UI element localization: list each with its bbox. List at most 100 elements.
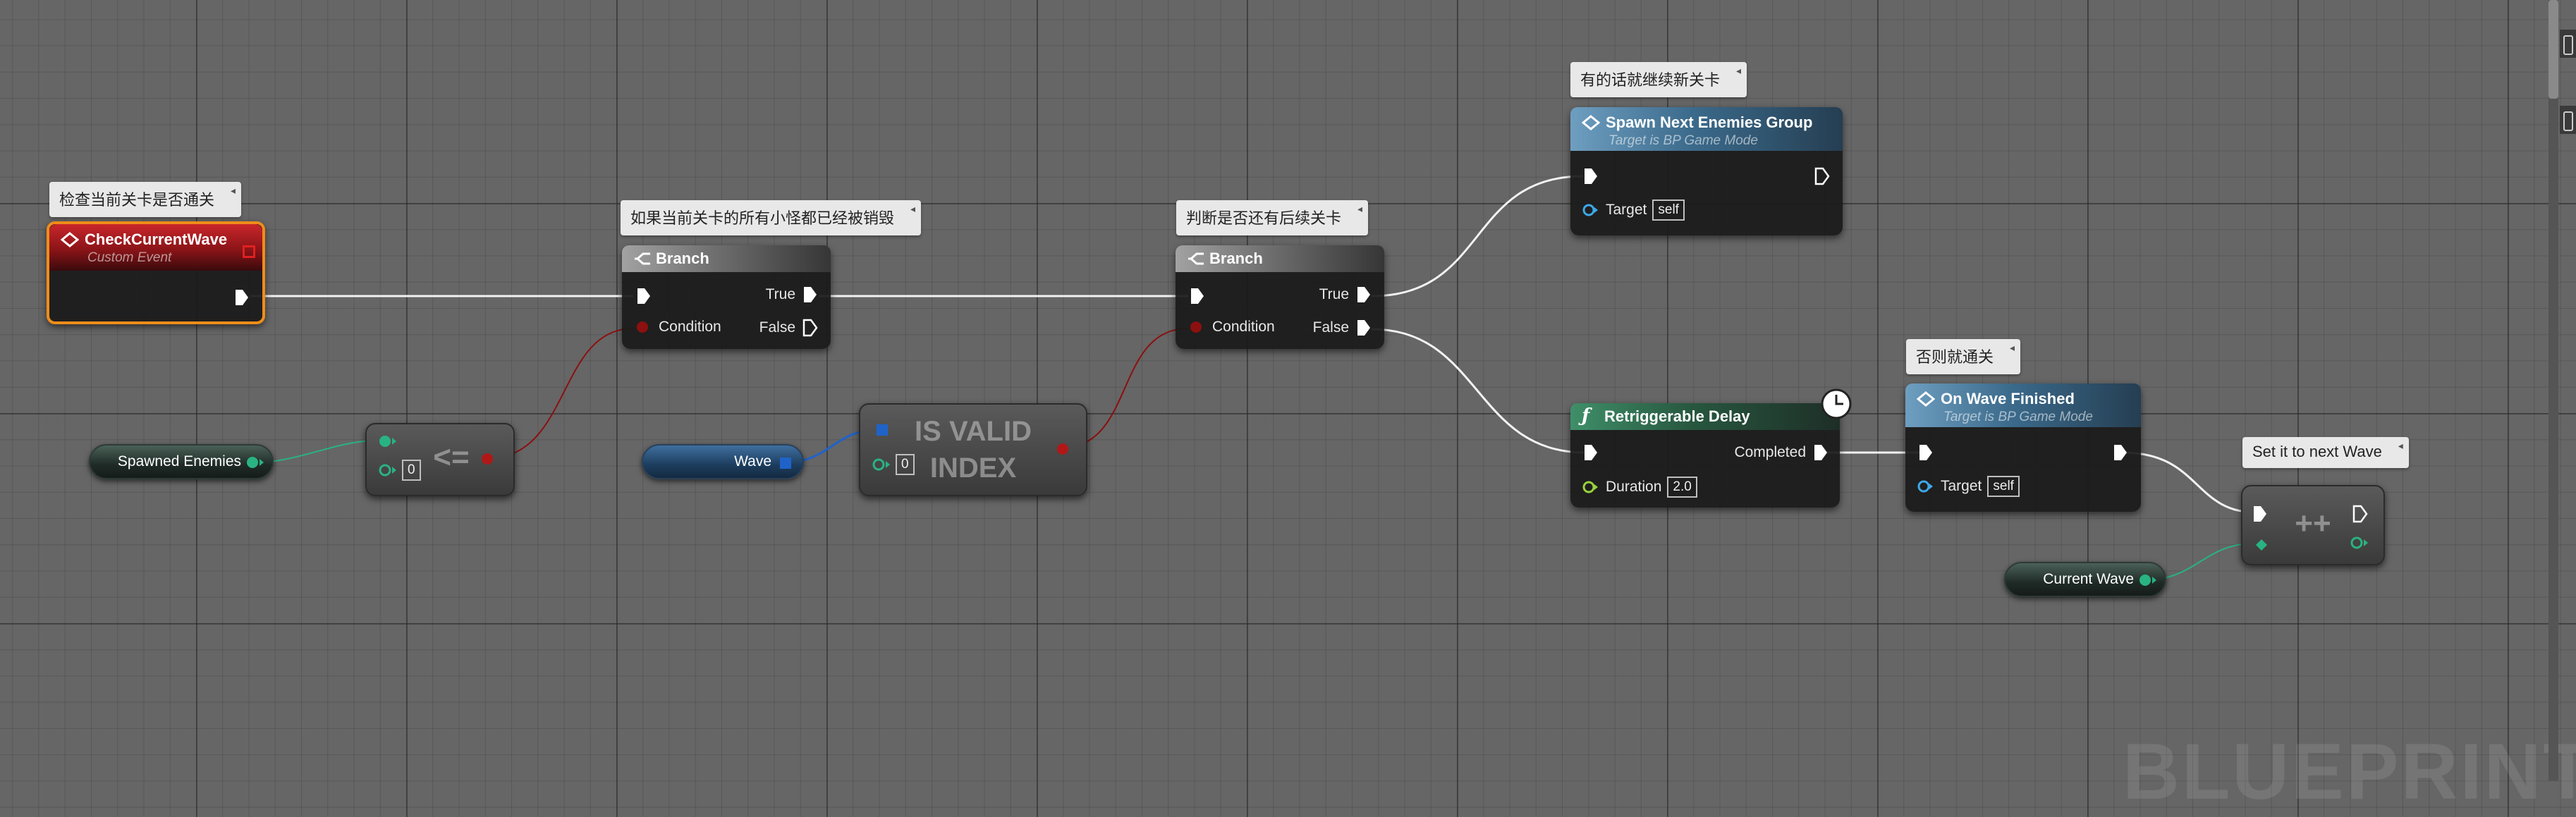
- target-pin[interactable]: Target self: [1582, 199, 1685, 221]
- node-subtitle: Target is BP Game Mode: [1609, 133, 1758, 148]
- retriggerable-delay-node[interactable]: ƒ Retriggerable Delay Completed Duration…: [1570, 388, 1852, 508]
- node-title: On Wave Finished: [1941, 390, 2075, 407]
- int-in-pin[interactable]: [2254, 537, 2269, 556]
- wire-layer: [245, 175, 2261, 582]
- array-out-pin[interactable]: [779, 456, 793, 470]
- blueprint-watermark: BLUEPRINT: [2123, 727, 2576, 816]
- target-label: Target: [1606, 202, 1647, 218]
- panel-grip-top[interactable]: [2560, 30, 2576, 58]
- node-subtitle: Target is BP Game Mode: [1943, 410, 2093, 424]
- condition-pin[interactable]: Condition: [635, 319, 721, 336]
- collapse-icon[interactable]: ◂: [230, 185, 236, 196]
- input-b-field[interactable]: 0: [402, 460, 421, 481]
- current-wave-variable[interactable]: Current Wave: [2004, 562, 2166, 597]
- branch-node-2[interactable]: Branch True Condition False: [1176, 245, 1384, 349]
- collapse-icon[interactable]: ◂: [1735, 65, 1742, 76]
- label-line-1: IS VALID: [915, 416, 1032, 447]
- array-in-pin[interactable]: [874, 422, 890, 441]
- collapse-icon[interactable]: ◂: [910, 203, 916, 214]
- branch-node-1[interactable]: Branch True Condition False: [622, 245, 831, 349]
- input-a-pin[interactable]: [378, 434, 398, 452]
- completed-label: Completed: [1734, 444, 1806, 460]
- input-b-pin[interactable]: 0: [378, 460, 421, 481]
- false-exec-pin[interactable]: False: [1313, 319, 1372, 337]
- index-field[interactable]: 0: [896, 454, 915, 475]
- exec-in-pin[interactable]: [1918, 443, 1934, 465]
- spawn-next-enemies-node[interactable]: Spawn Next Enemies Group Target is BP Ga…: [1570, 107, 1843, 235]
- event-icon: [1917, 391, 1935, 407]
- duration-field[interactable]: 2.0: [1667, 477, 1697, 498]
- node-header: ƒ Retriggerable Delay: [1570, 403, 1840, 430]
- event-icon: [61, 232, 79, 247]
- exec-out-pin[interactable]: [1814, 167, 1830, 189]
- node-title: Branch: [1209, 250, 1263, 267]
- is-valid-index-node[interactable]: IS VALID INDEX 0: [859, 403, 1087, 496]
- comment-finish[interactable]: 否则就通关◂: [1906, 339, 2021, 374]
- exec-in-pin[interactable]: [1583, 443, 1599, 465]
- condition-label: Condition: [659, 319, 721, 335]
- delegate-pin[interactable]: [243, 245, 255, 258]
- node-header: Branch: [622, 245, 831, 272]
- duration-pin[interactable]: Duration 2.0: [1582, 477, 1697, 498]
- comment-branch2[interactable]: 判断是否还有后续关卡◂: [1176, 200, 1369, 235]
- bool-out-pin[interactable]: [1055, 441, 1070, 460]
- comment-branch1[interactable]: 如果当前关卡的所有小怪都已经被销毁◂: [621, 200, 922, 235]
- check-current-wave-node[interactable]: CheckCurrentWave Custom Event: [47, 221, 265, 324]
- panel-grip-bottom[interactable]: [2560, 106, 2576, 134]
- exec-out-pin[interactable]: [2113, 443, 2128, 465]
- true-label: True: [1319, 286, 1349, 302]
- label-line-2: INDEX: [929, 453, 1017, 484]
- on-wave-finished-node[interactable]: On Wave Finished Target is BP Game Mode …: [1905, 383, 2141, 512]
- clock-icon: [1821, 388, 1852, 419]
- node-label: IS VALID INDEX: [889, 413, 1058, 486]
- condition-label: Condition: [1212, 319, 1275, 335]
- false-label: False: [759, 319, 795, 336]
- operator-label: <=: [433, 440, 470, 474]
- target-self-field[interactable]: self: [1652, 199, 1685, 221]
- exec-wire-finished-to-increment: [2122, 451, 2257, 514]
- collapse-icon[interactable]: ◂: [1357, 203, 1363, 214]
- true-exec-pin[interactable]: True: [1319, 285, 1372, 304]
- node-header: Spawn Next Enemies Group Target is BP Ga…: [1570, 107, 1843, 151]
- exec-in-pin[interactable]: [2252, 505, 2268, 527]
- true-exec-pin[interactable]: True: [766, 285, 818, 304]
- comment-check-wave[interactable]: 检查当前关卡是否通关◂: [49, 182, 242, 217]
- node-title: Spawn Next Enemies Group: [1606, 113, 1813, 131]
- branch-icon: [1188, 252, 1204, 265]
- node-subtitle: Custom Event: [87, 250, 172, 265]
- int-out-pin[interactable]: [2138, 573, 2158, 587]
- collapse-icon[interactable]: ◂: [2009, 342, 2015, 353]
- false-label: False: [1312, 319, 1349, 336]
- exec-wire-branch2-true-to-spawn: [1371, 175, 1584, 297]
- exec-out-pin[interactable]: [234, 288, 250, 310]
- variable-label: Current Wave: [2043, 571, 2134, 587]
- exec-in-pin[interactable]: [1190, 287, 1205, 309]
- variable-label: Wave: [734, 453, 771, 469]
- vertical-scrollbar-track[interactable]: [2548, 0, 2558, 781]
- exec-in-pin[interactable]: [1583, 167, 1599, 189]
- comment-spawn[interactable]: 有的话就继续新关卡◂: [1570, 62, 1747, 97]
- target-pin[interactable]: Target self: [1917, 476, 2020, 497]
- less-equal-node[interactable]: <= 0: [365, 423, 515, 496]
- branch-icon: [635, 252, 650, 265]
- node-header: Branch: [1176, 245, 1384, 272]
- exec-in-pin[interactable]: [636, 287, 652, 309]
- comment-set-next[interactable]: Set it to next Wave◂: [2242, 437, 2409, 468]
- wave-variable[interactable]: Wave: [642, 444, 804, 479]
- int-out-pin[interactable]: [2350, 536, 2369, 553]
- operator-label: ++: [2295, 506, 2331, 541]
- index-pin[interactable]: 0: [872, 454, 915, 475]
- completed-exec-pin[interactable]: Completed: [1734, 443, 1829, 462]
- exec-wire-branch2-false-to-delay: [1371, 328, 1586, 454]
- vertical-scrollbar-thumb[interactable]: [2548, 0, 2558, 99]
- node-title: Retriggerable Delay: [1604, 407, 1750, 425]
- target-self-field[interactable]: self: [1987, 476, 2020, 497]
- spawned-enemies-variable[interactable]: Spawned Enemies: [89, 444, 274, 479]
- collapse-icon[interactable]: ◂: [2398, 440, 2403, 451]
- false-exec-pin[interactable]: False: [759, 319, 818, 337]
- int-out-pin[interactable]: [245, 455, 265, 469]
- increment-node[interactable]: ++: [2241, 485, 2385, 565]
- bool-out-pin[interactable]: [480, 451, 495, 470]
- condition-pin[interactable]: Condition: [1188, 319, 1275, 336]
- exec-out-pin[interactable]: [2352, 505, 2368, 527]
